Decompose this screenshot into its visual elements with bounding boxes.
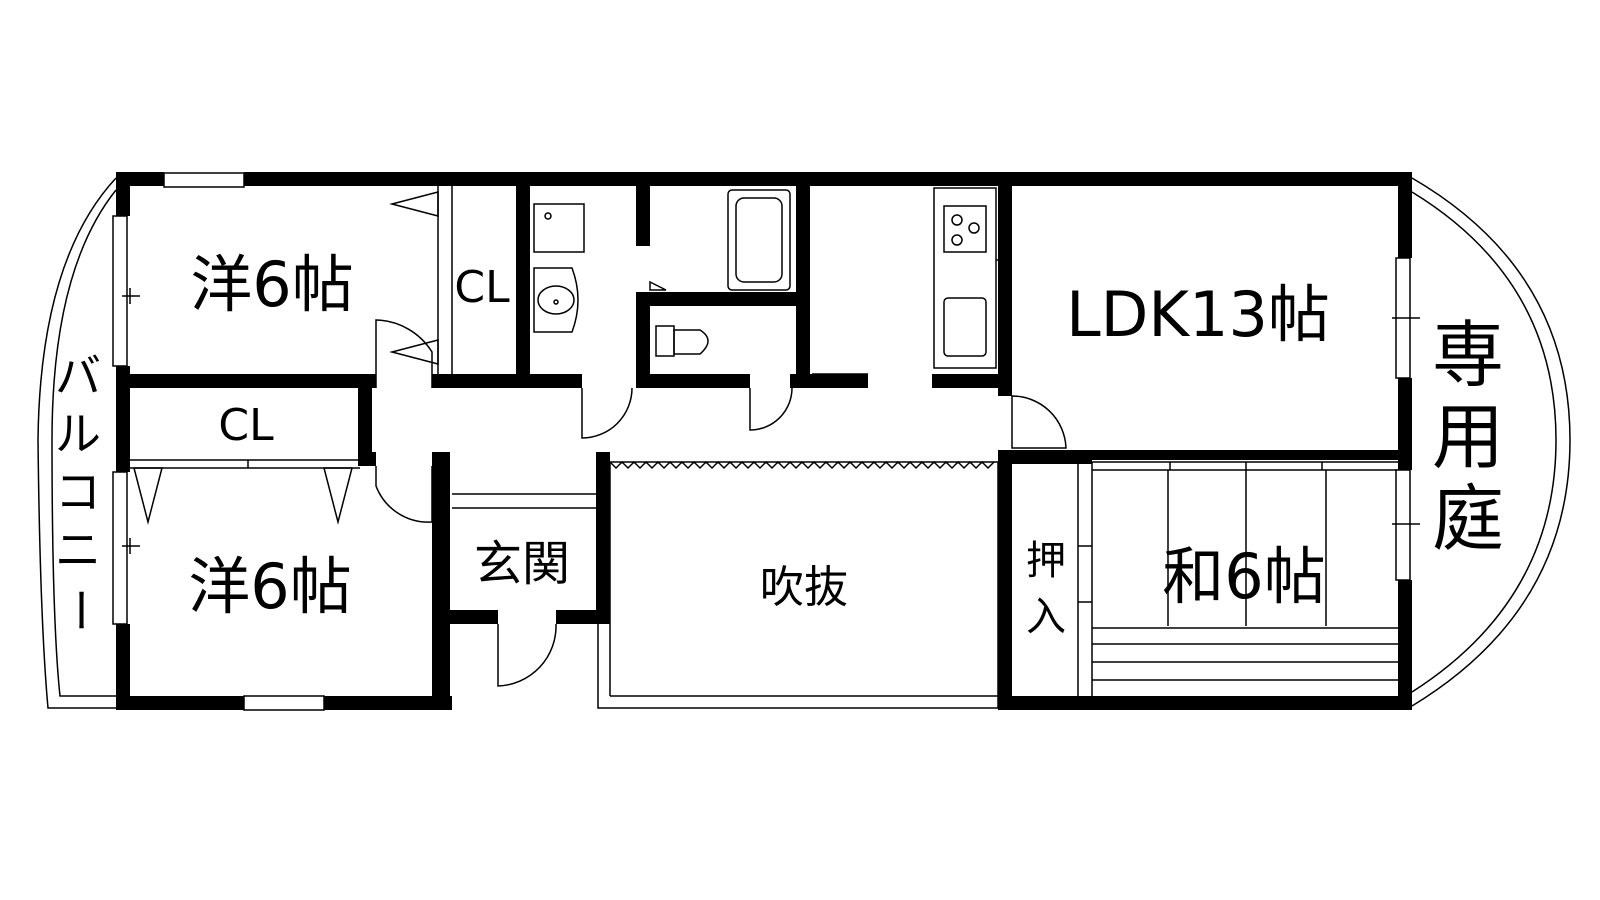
door-ldk <box>1011 395 1067 449</box>
door-entrance <box>497 623 557 687</box>
toilet-icon <box>655 325 709 357</box>
balcony <box>37 177 117 709</box>
room-label-atrium: 吹抜 <box>760 562 848 613</box>
room-label-closet-mid: CL <box>218 400 274 451</box>
private-garden <box>1411 177 1571 707</box>
kitchen-sink-icon <box>943 297 987 357</box>
garden-char: 庭 <box>1432 477 1504 561</box>
room-label-western-bottom: 洋6帖 <box>188 550 351 623</box>
door-western-bottom <box>375 466 433 523</box>
doors <box>122 191 1420 687</box>
door-washroom <box>581 387 633 439</box>
room-label-closet-top: CL <box>454 262 510 313</box>
washbasin-icon <box>533 267 579 333</box>
balcony-label: バ ル コ ニ ー <box>53 349 107 633</box>
balcony-char: コ <box>55 465 101 519</box>
garden-char: 用 <box>1432 395 1504 479</box>
room-label-oshiire-1: 押 <box>1026 538 1066 584</box>
stove-icon <box>943 205 987 253</box>
cl-door-mid-1 <box>133 467 163 525</box>
room-label-japanese: 和6帖 <box>1162 540 1325 613</box>
door-western-top <box>375 319 433 388</box>
room-label-western-top: 洋6帖 <box>190 248 353 321</box>
room-label-oshiire-2: 入 <box>1026 594 1066 640</box>
door-toilet <box>749 387 793 431</box>
room-labels: 洋6帖 CL CL 洋6帖 玄関 吹抜 LDK13帖 和6帖 押 入 <box>188 248 1330 640</box>
thin-lines <box>124 186 1400 696</box>
balcony-char: ル <box>55 407 101 461</box>
fixtures <box>533 189 987 357</box>
cl-door-top-1 <box>389 191 439 217</box>
cl-door-mid-2 <box>323 467 353 525</box>
room-label-ldk: LDK13帖 <box>1066 278 1330 351</box>
bathtub-icon <box>727 189 791 291</box>
washing-machine-icon <box>533 203 585 253</box>
room-label-entrance: 玄関 <box>474 536 570 592</box>
walls <box>116 172 1412 710</box>
balcony-char: ニ <box>55 523 101 577</box>
garden-char: 専 <box>1432 313 1504 397</box>
balcony-char: バ <box>55 349 101 403</box>
cl-door-top-2 <box>389 339 439 365</box>
balcony-char: ー <box>53 587 107 633</box>
garden-label: 専 用 庭 <box>1432 313 1504 561</box>
